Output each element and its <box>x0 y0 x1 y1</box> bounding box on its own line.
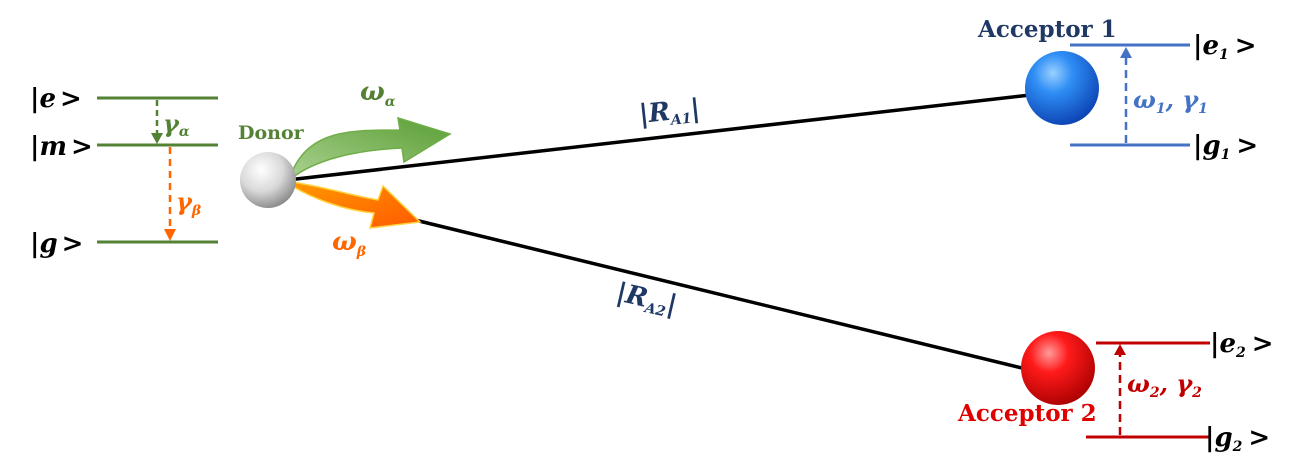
decay-alpha-arrowhead <box>151 133 163 144</box>
donor-level-m-label: |m> <box>30 132 93 162</box>
acceptor1-lower-label: |g1> <box>1193 131 1258 163</box>
acceptor1-label: Acceptor 1 <box>977 16 1117 43</box>
emission-alpha-arrow <box>291 116 452 180</box>
acceptor1-params-label: ω1, γ1 <box>1133 85 1208 117</box>
acceptor2-lower-label: |g2> <box>1205 423 1270 455</box>
emission-alpha-label: ωα <box>360 77 396 110</box>
acceptor1-sphere <box>1025 51 1099 125</box>
distance-line-acceptor2 <box>414 218 1031 372</box>
emission-beta-arrow <box>291 181 422 229</box>
acceptor1-upper-label: |e1> <box>1193 31 1257 63</box>
acceptor1-excitation-arrowhead <box>1120 47 1132 58</box>
donor-level-diagram: |e> |m> |g> γα γβ <box>30 84 218 259</box>
distance-r1-label: |RA1| <box>638 94 702 132</box>
donor-level-g-label: |g> <box>30 229 83 259</box>
donor-sphere <box>240 152 296 208</box>
distance-r2-label: |RA2| <box>613 278 680 323</box>
decay-beta-arrowhead <box>164 229 176 241</box>
acceptor2-params-label: ω2, γ2 <box>1127 369 1202 401</box>
acceptor2-sphere <box>1021 331 1095 405</box>
decay-alpha-label: γα <box>163 109 190 140</box>
emission-beta-label: ωβ <box>332 227 367 260</box>
decay-beta-label: γβ <box>176 187 202 219</box>
acceptor2-upper-label: |e2> <box>1210 329 1274 361</box>
acceptor1-group: Acceptor 1 ω1, γ1 |e1> |g1> <box>977 16 1258 163</box>
acceptor2-label: Acceptor 2 <box>957 400 1097 427</box>
donor-label: Donor <box>238 122 305 144</box>
acceptor2-excitation-arrowhead <box>1114 344 1126 355</box>
acceptor2-group: Acceptor 2 ω2, γ2 |e2> |g2> <box>957 329 1274 455</box>
donor-level-e-label: |e> <box>30 84 82 114</box>
distance-line-acceptor1 <box>269 93 1031 184</box>
